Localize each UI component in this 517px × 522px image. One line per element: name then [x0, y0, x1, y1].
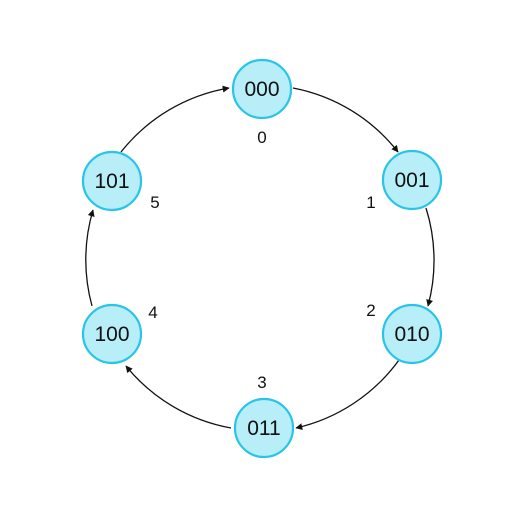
state-label: 011 [247, 417, 280, 440]
state-node-001: 001 [381, 149, 443, 211]
state-index-label: 4 [148, 303, 157, 322]
state-circle [233, 397, 295, 459]
state-node-100: 100 [81, 303, 143, 365]
state-indices: 0 1 2 3 4 5 [148, 128, 375, 392]
state-label: 000 [244, 78, 279, 101]
state-index-label: 3 [257, 373, 266, 392]
state-node-010: 010 [381, 303, 443, 365]
state-label: 100 [94, 323, 129, 346]
transition-101-000 [120, 85, 230, 153]
state-index-label: 0 [257, 128, 266, 147]
state-node-000: 000 [231, 58, 293, 120]
state-label: 010 [394, 323, 429, 346]
state-circle [381, 303, 443, 365]
transition-001-010 [425, 207, 435, 307]
state-circle [381, 149, 443, 211]
state-label: 101 [94, 170, 129, 193]
transitions [85, 85, 435, 431]
transition-010-011 [295, 359, 400, 431]
state-label: 001 [394, 169, 429, 192]
transition-000-001 [292, 87, 399, 153]
transition-100-101 [85, 209, 95, 307]
state-circle [81, 303, 143, 365]
state-node-011: 011 [233, 397, 295, 459]
state-index-label: 5 [150, 193, 159, 212]
state-circle [231, 58, 293, 120]
state-index-label: 1 [366, 193, 375, 212]
state-index-label: 2 [366, 301, 375, 320]
state-circle [81, 150, 143, 212]
state-node-101: 101 [81, 150, 143, 212]
transition-011-100 [125, 365, 232, 429]
